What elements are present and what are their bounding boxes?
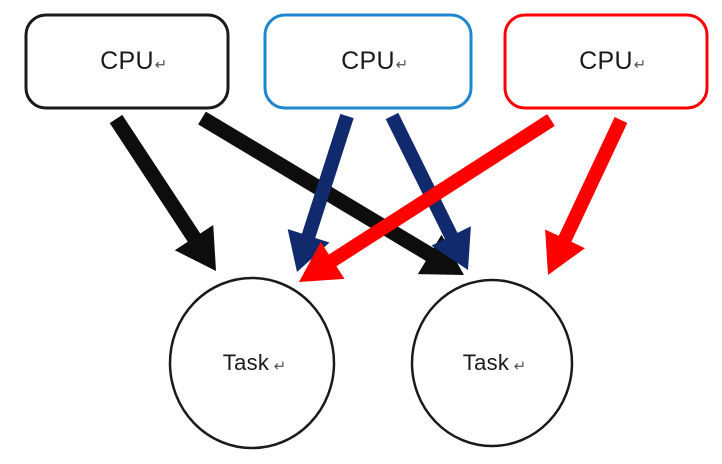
- task-node-task-1[interactable]: Task↵: [168, 276, 336, 450]
- cpu-nodes-layer: CPU↵CPU↵CPU↵: [24, 13, 709, 110]
- cpu-node-cpu-2[interactable]: CPU↵: [263, 13, 473, 110]
- arrow-cpu-2-to-task-1: [287, 113, 354, 272]
- arrow-cpu-1-to-task-1: [109, 114, 216, 271]
- task-circle-shape: [168, 276, 336, 450]
- task-circle-shape: [410, 278, 574, 448]
- cpu-node-cpu-3[interactable]: CPU↵: [503, 13, 709, 110]
- task-nodes-layer: Task↵Task↵: [168, 276, 574, 450]
- cpu-label: CPU: [341, 47, 395, 75]
- cpu-label: CPU: [100, 47, 154, 75]
- return-symbol-icon: ↵: [155, 56, 168, 73]
- arrow-cpu-3-to-task-2: [545, 117, 628, 276]
- return-symbol-icon: ↵: [514, 358, 527, 375]
- cpu-box-shape: [24, 13, 230, 110]
- task-node-task-2[interactable]: Task↵: [410, 278, 574, 448]
- arrow-cpu-1-to-task-2: [198, 111, 464, 275]
- task-label: Task: [223, 350, 270, 375]
- cpu-label: CPU: [579, 47, 633, 75]
- return-symbol-icon: ↵: [634, 56, 647, 73]
- cpu-box-shape: [263, 13, 473, 110]
- cpu-box-shape: [503, 13, 709, 110]
- arrow-cpu-3-to-task-1: [299, 114, 555, 282]
- return-symbol-icon: ↵: [396, 56, 409, 73]
- arrows-layer: [109, 111, 628, 282]
- cpu-node-cpu-1[interactable]: CPU↵: [24, 13, 230, 110]
- return-symbol-icon: ↵: [274, 358, 287, 375]
- task-label: Task: [463, 350, 510, 375]
